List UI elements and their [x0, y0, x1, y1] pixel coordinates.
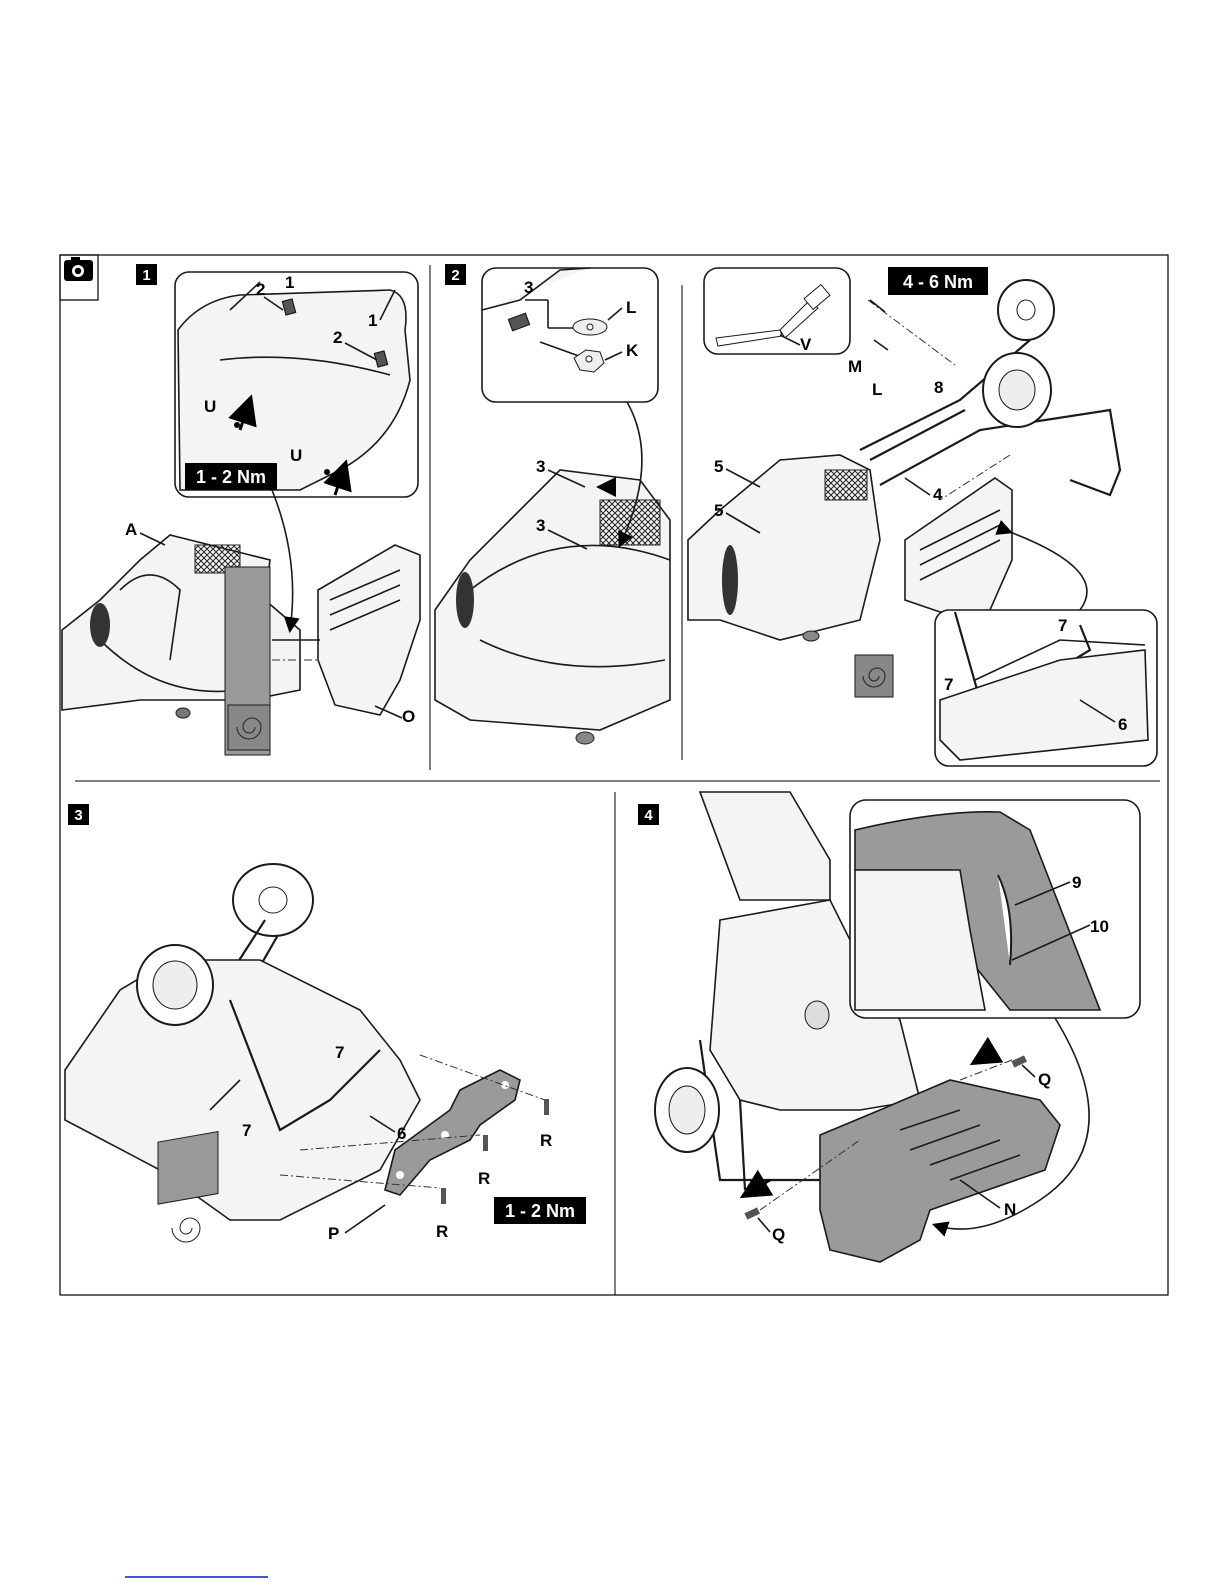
camera-icon [60, 255, 98, 300]
callout-label: 1 [285, 273, 294, 292]
callout-label: O [402, 707, 415, 726]
step-badge-4: 4 [638, 804, 659, 825]
callout-label: L [626, 298, 636, 317]
step-badge-3: 3 [68, 804, 89, 825]
callout-label: 6 [397, 1124, 406, 1143]
callout-label: 9 [1072, 873, 1081, 892]
callout-label: 1 [142, 267, 150, 284]
callout-label: 1 - 2 Nm [196, 467, 266, 487]
step-3-illustration: 7 7 6 R R R P 1 - 2 Nm [65, 864, 586, 1243]
callout-label: R [540, 1131, 552, 1150]
callout-label: 1 [368, 311, 377, 330]
callout-label: 3 [524, 278, 533, 297]
step-4-illustration: Q Q N 9 10 [655, 792, 1140, 1262]
callout-label: 4 - 6 Nm [903, 272, 973, 292]
callout-label: 4 [644, 807, 653, 824]
callout-label: U [290, 446, 302, 465]
callout-label: Q [772, 1225, 785, 1244]
step-2-illustration: 3 L K 3 3 [435, 268, 670, 744]
callout-label: 7 [1058, 616, 1067, 635]
callout-label: V [800, 335, 812, 354]
callout-label: 2 [451, 267, 459, 284]
callout-label: P [328, 1224, 339, 1243]
step-2-right-illustration: V 4 - 6 Nm M L 8 4 5 5 [688, 267, 1157, 766]
callout-label: L [872, 380, 882, 399]
callout-label: 4 [933, 485, 943, 504]
callout-label: U [204, 397, 216, 416]
callout-label: 3 [536, 457, 545, 476]
callout-label: 3 [74, 807, 82, 824]
callout-label: A [125, 520, 137, 539]
callout-label: 10 [1090, 917, 1109, 936]
callout-label: K [626, 341, 639, 360]
step-badge-2: 2 [445, 264, 466, 285]
callout-label: 5 [714, 457, 723, 476]
callout-label: 7 [242, 1121, 251, 1140]
callout-label: M [848, 357, 862, 376]
callout-label: 3 [536, 516, 545, 535]
step-1-illustration: 2 1 2 1 U U 1 - 2 Nm A O [62, 272, 420, 755]
footer-link-underline[interactable] [125, 1576, 268, 1578]
step-2-detail-inset [482, 268, 658, 402]
callout-label: 8 [934, 378, 943, 397]
callout-label: 6 [1118, 715, 1127, 734]
callout-label: R [478, 1169, 490, 1188]
callout-label: 2 [333, 328, 342, 347]
callout-label: 7 [944, 675, 953, 694]
callout-label: 7 [335, 1043, 344, 1062]
callout-label: R [436, 1222, 448, 1241]
step-badge-1: 1 [136, 264, 157, 285]
callout-label: 5 [714, 501, 723, 520]
callout-label: 2 [256, 280, 265, 299]
callout-label: 1 - 2 Nm [505, 1201, 575, 1221]
callout-label: Q [1038, 1070, 1051, 1089]
